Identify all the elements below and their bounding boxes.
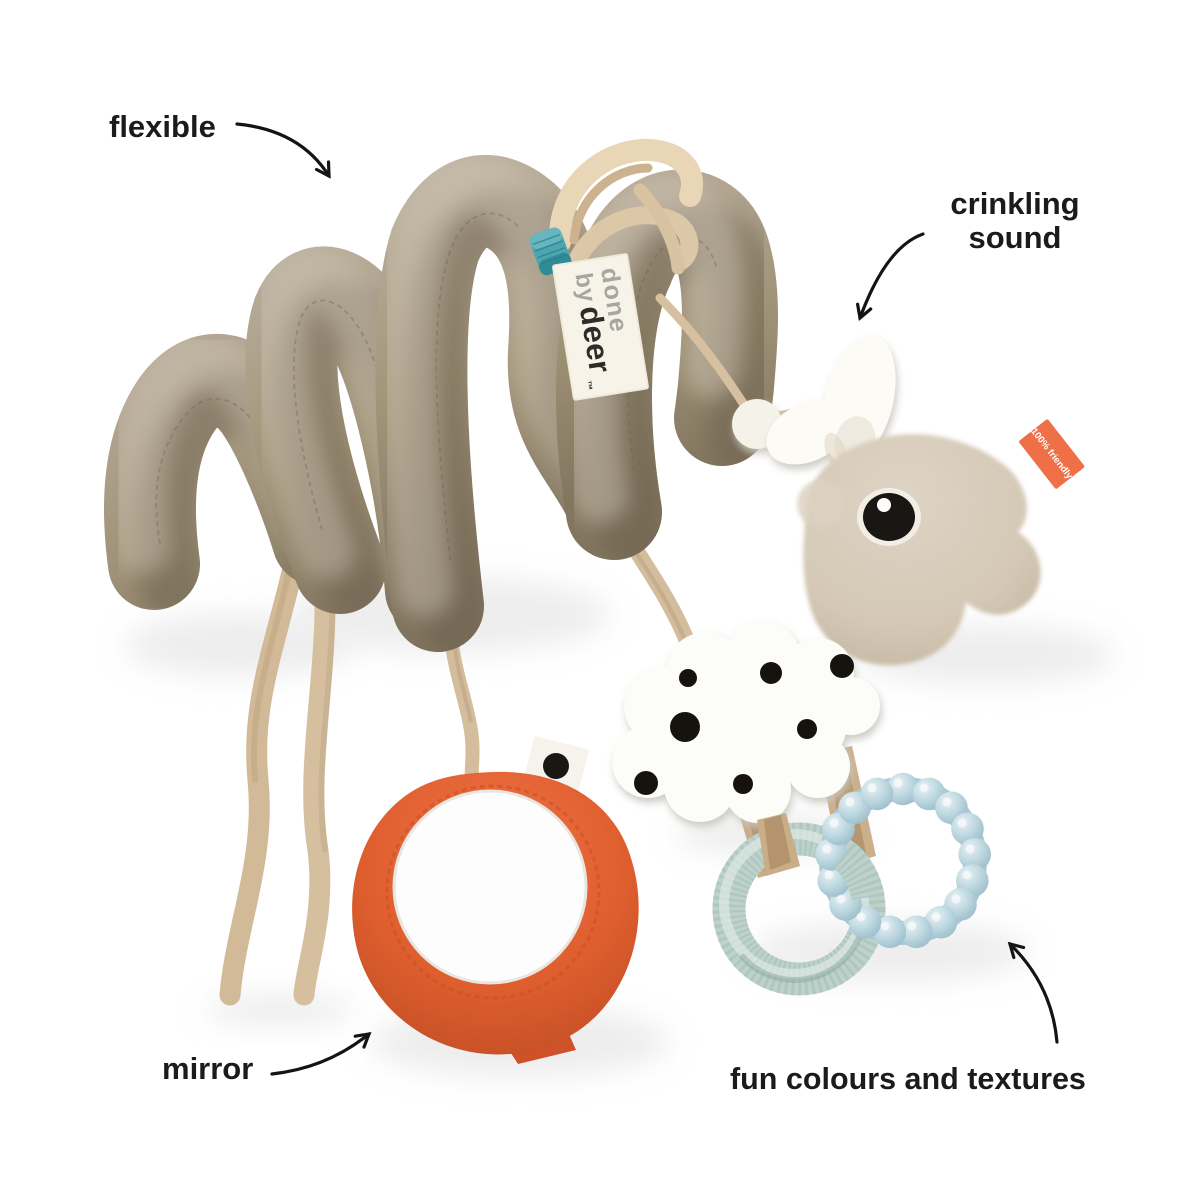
svg-text:mirror: mirror <box>162 1051 253 1086</box>
svg-text:by: by <box>570 271 601 305</box>
svg-text:flexible: flexible <box>109 109 216 144</box>
svg-text:sound: sound <box>969 220 1062 255</box>
svg-text:fun colours and textures: fun colours and textures <box>730 1062 1086 1096</box>
svg-text:™: ™ <box>581 380 593 392</box>
svg-text:crinkling: crinkling <box>950 186 1079 221</box>
